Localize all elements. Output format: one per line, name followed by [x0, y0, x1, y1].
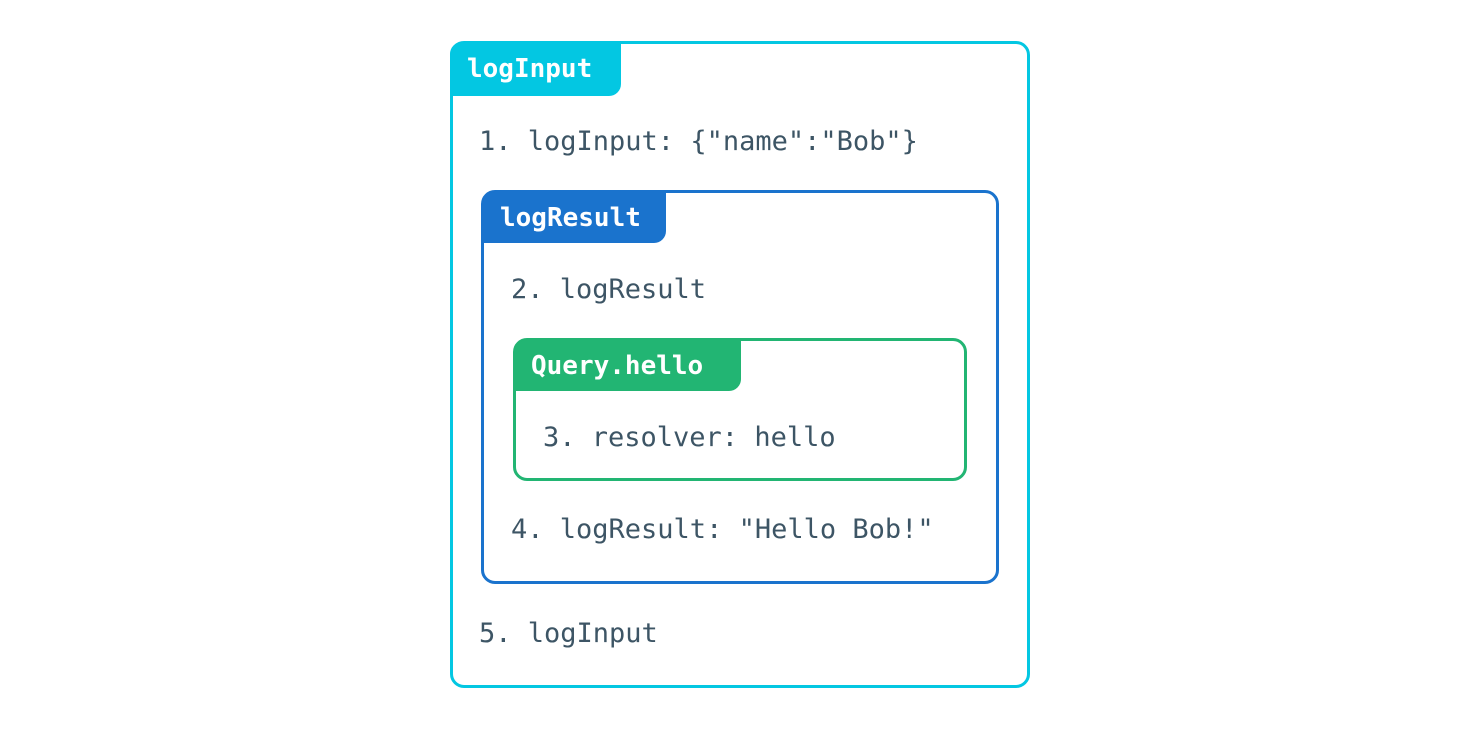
- trace-line-3: 3. resolver: hello: [543, 422, 836, 453]
- trace-line-5: 5. logInput: [479, 618, 658, 649]
- trace-line-1: 1. logInput: {"name":"Bob"}: [479, 126, 918, 157]
- trace-label-logresult: logResult: [483, 192, 666, 243]
- trace-line-2: 2. logResult: [511, 274, 707, 305]
- trace-label-query-hello: Query.hello: [515, 340, 741, 391]
- trace-line-4: 4. logResult: "Hello Bob!": [511, 514, 934, 545]
- trace-label-loginput: logInput: [450, 42, 621, 96]
